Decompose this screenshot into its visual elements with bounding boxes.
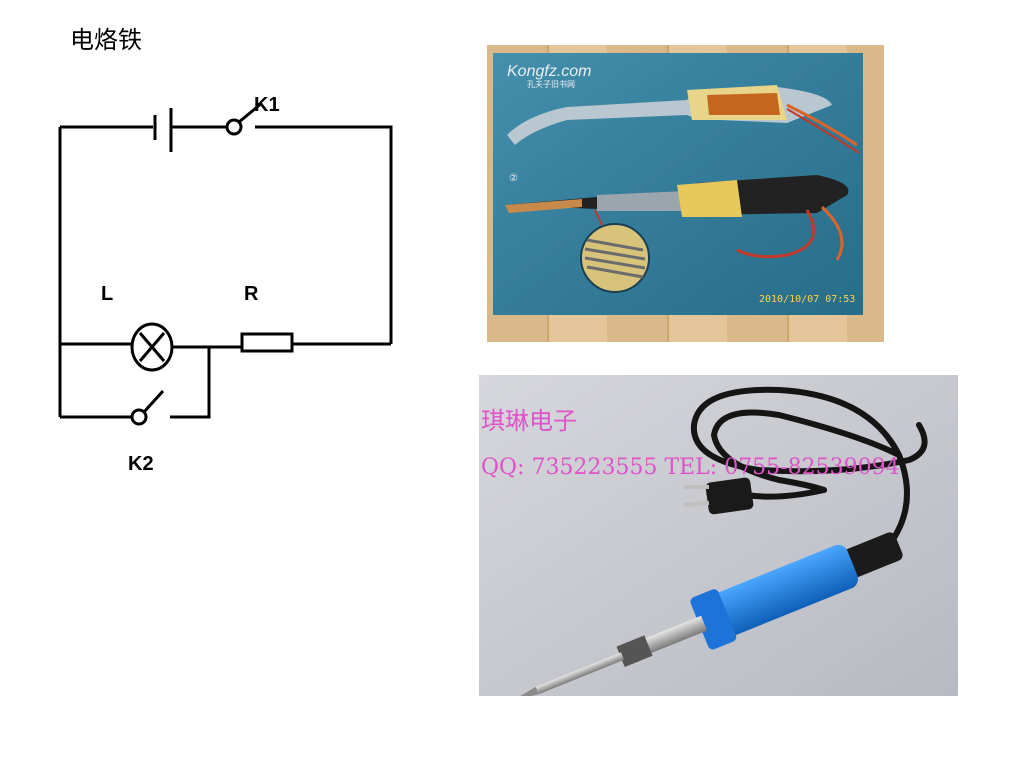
shop-contact-watermark: QQ: 735223555 TEL: 0755-82539094 [481,455,900,480]
wire-k1-right [255,125,393,344]
poster-watermark-sub: 孔夫子旧书网 [527,80,575,89]
poster-watermark: Kongfz.com [507,63,592,80]
resistor-label: R [244,283,259,305]
k2-lever [142,389,165,414]
poster-timestamp: 2010/10/07 07:53 [759,294,856,305]
circuit-diagram [58,101,393,426]
k2-label: K2 [128,453,154,475]
soldering-iron-poster-photo: Kongfz.com 孔夫子旧书网 ② 2010/10/07 07:53 [487,45,884,342]
page-title: 电烙铁 [70,26,142,54]
lamp-label: L [101,283,114,305]
poster-panel-number: ② [509,173,518,184]
soldering-iron-product-photo: 琪琳电子 QQ: 735223555 TEL: 0755-82539094 [479,375,958,696]
resistor-symbol [240,332,294,353]
k1-contact [225,118,243,136]
k1-label: K1 [254,94,280,116]
wire-k2-right [170,347,211,419]
k1-lever [238,101,263,124]
k2-contact [130,408,148,426]
shop-name-watermark: 琪琳电子 [481,407,577,435]
